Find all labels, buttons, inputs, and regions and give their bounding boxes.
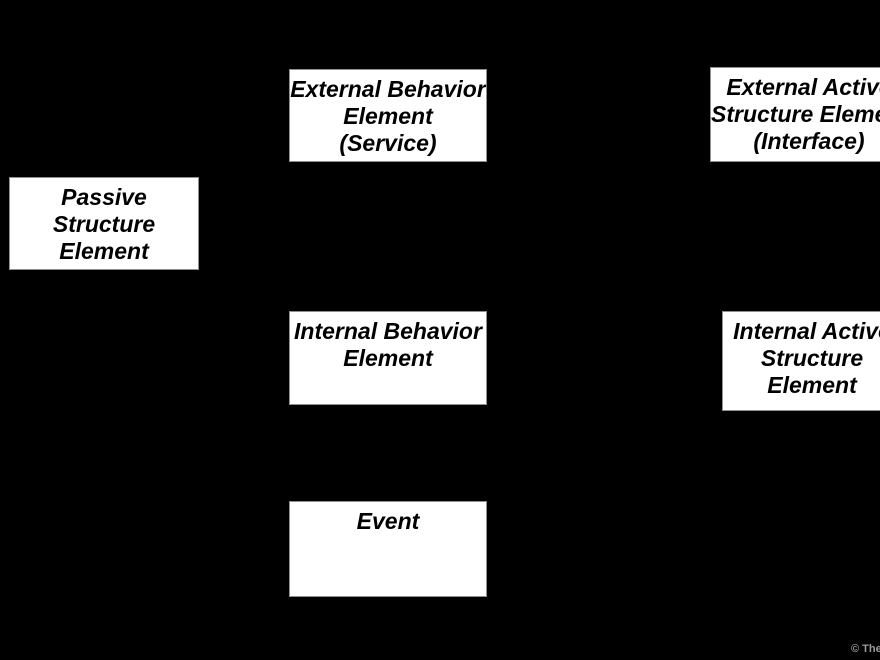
box-label-line: Internal Active (733, 318, 880, 344)
box-label-line: Element (767, 372, 857, 398)
internal-behavior-element-box: Internal Behavior Element (289, 311, 487, 405)
box-label-line: Element (59, 238, 149, 264)
box-label-line: (Service) (339, 130, 437, 156)
box-label-line: Structure (760, 345, 864, 371)
box-label-line: Element (343, 345, 433, 371)
box-label-line: (Interface) (753, 128, 865, 154)
passive-structure-element-box: Passive Structure Element (9, 177, 199, 270)
box-label-line: External Active (726, 74, 880, 100)
event-box: Event (289, 501, 487, 597)
copyright-watermark: © The (851, 643, 880, 655)
box-label-line: Event (356, 508, 420, 534)
box-label-line: External Behavior (290, 76, 486, 102)
internal-active-structure-element-box: Internal Active Structure Element (722, 311, 880, 411)
external-behavior-element-box: External Behavior Element (Service) (289, 69, 487, 162)
box-label-line: Structure (52, 211, 156, 237)
box-label-line: Passive (61, 184, 147, 210)
box-label-line: Internal Behavior (294, 318, 482, 344)
external-active-structure-element-box: External Active Structure Element (Inter… (710, 67, 880, 162)
box-label-line: Element (343, 103, 433, 129)
box-label-line: Structure Element (711, 101, 880, 127)
